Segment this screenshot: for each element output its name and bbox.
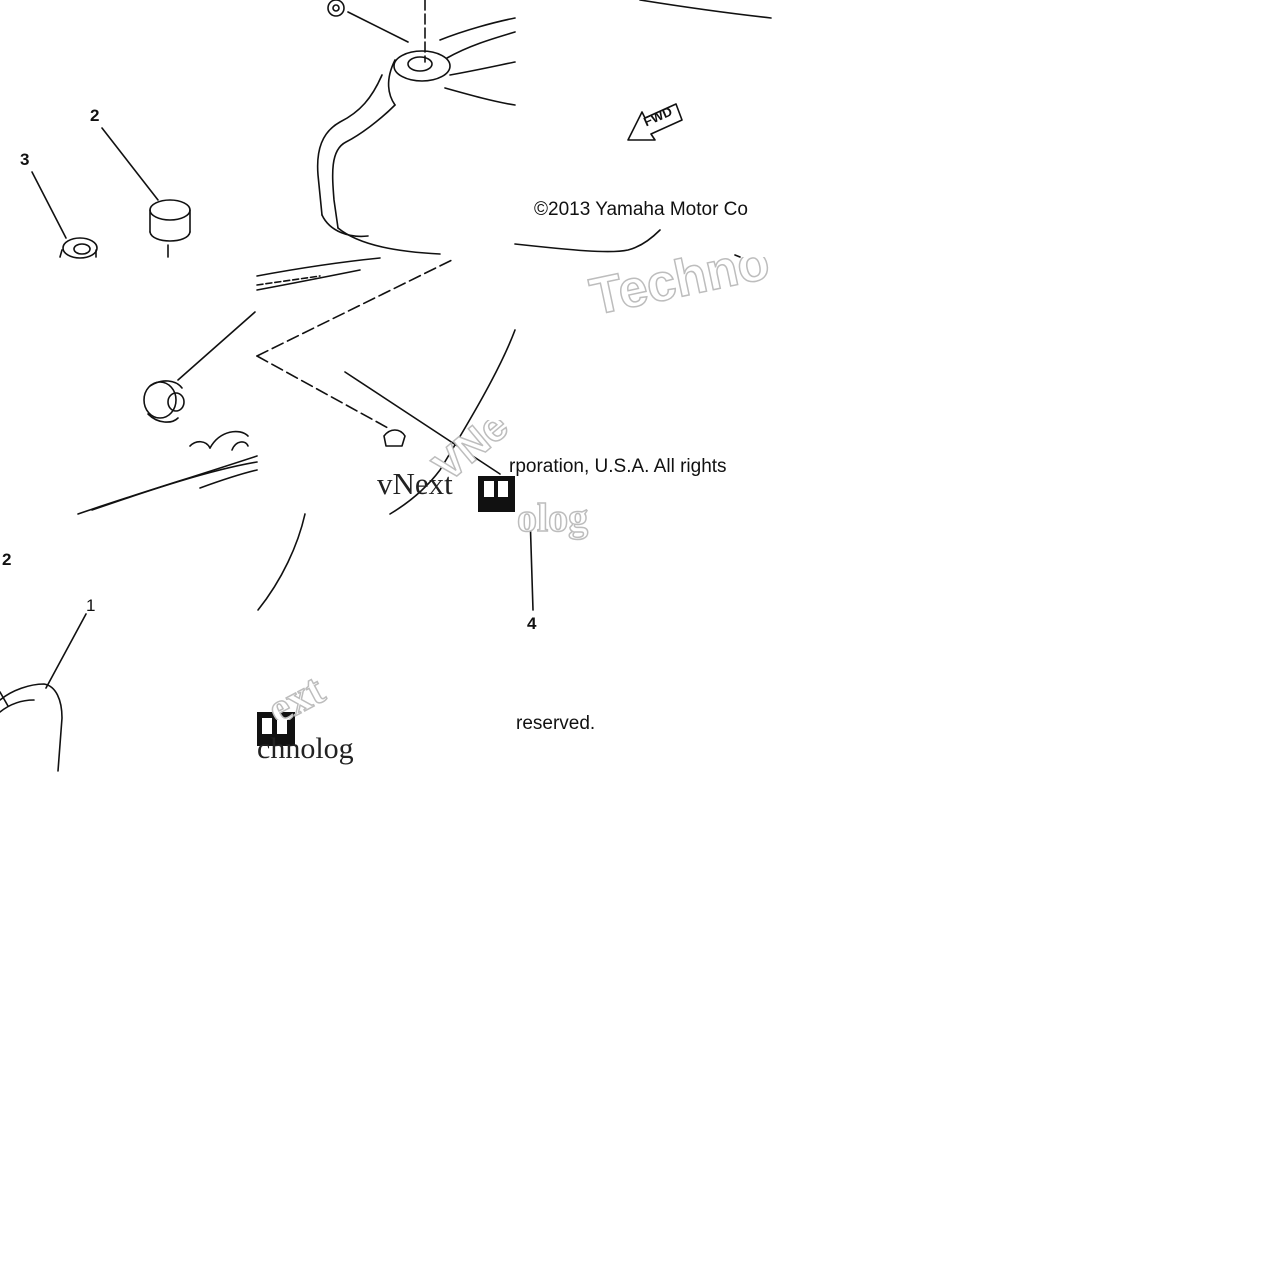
callout-1: 1	[86, 596, 96, 615]
collar-3	[59, 237, 98, 259]
watermark-vnext: vNext	[377, 466, 453, 501]
leader-lines-top	[31, 127, 159, 239]
watermark-vne-clip: VNe	[420, 420, 515, 514]
frame-rail-left	[77, 430, 258, 515]
watermark-techno-clip: Techno	[515, 257, 771, 357]
callout-2-upper: 2	[90, 106, 100, 125]
callout-4: 4	[527, 614, 537, 633]
frame-curve-lower	[257, 513, 306, 611]
callout-3: 3	[20, 150, 30, 169]
copyright-line-2: rporation, U.S.A. All rights	[509, 456, 727, 477]
copyright-line-1: ©2013 Yamaha Motor Co	[534, 199, 748, 220]
watermark-olog: olog	[516, 500, 589, 541]
fwd-arrow	[627, 103, 683, 141]
watermark-ext: ext	[259, 664, 333, 720]
watermark-vne: VNe	[423, 420, 515, 491]
watermark-ext-clip: ext	[257, 650, 367, 720]
copyright-line-3: reserved.	[516, 713, 596, 734]
watermark-badges	[257, 476, 515, 746]
grommet-2-lower	[143, 311, 256, 423]
watermark-techno: Techno	[584, 257, 771, 327]
leader-line-4	[529, 513, 534, 611]
side-cover-1	[0, 613, 87, 772]
tank-outline-top-right	[514, 0, 772, 258]
watermark-technolog: chnolog	[257, 732, 354, 765]
grommet-2-upper	[149, 199, 191, 258]
watermark-olog-clip: olog	[515, 500, 625, 545]
callout-2-lower: 2	[2, 550, 12, 569]
frame-rail-center	[256, 257, 516, 515]
bracket-upper	[316, 0, 516, 255]
watermark-technolog-clip: chnolog	[257, 730, 369, 771]
